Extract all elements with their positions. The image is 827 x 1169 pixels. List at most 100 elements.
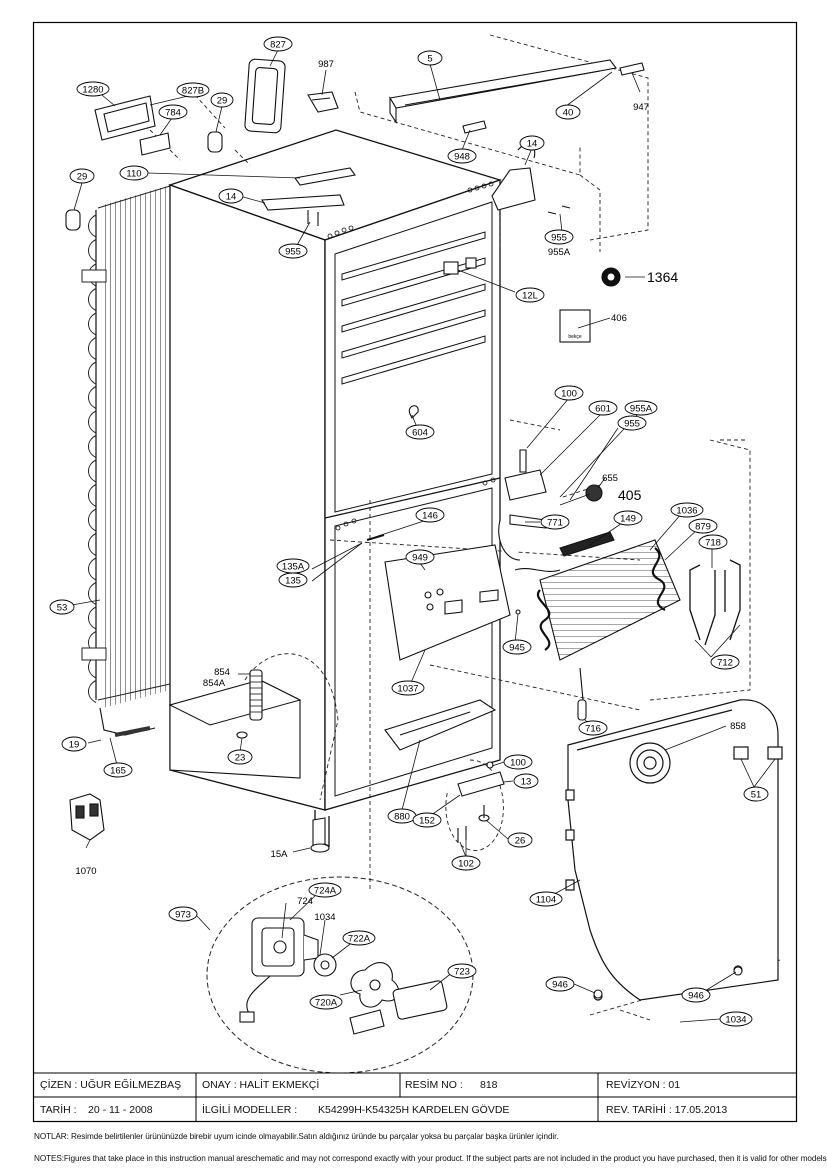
condenser-coil-loop xyxy=(88,410,97,434)
callout-946a: 946 xyxy=(545,976,575,992)
title-block-grid xyxy=(34,1072,796,1121)
svg-text:987: 987 xyxy=(318,59,334,70)
fan-motor-group-outline xyxy=(206,876,474,1074)
svg-text:152: 152 xyxy=(419,816,435,827)
svg-text:149: 149 xyxy=(620,514,636,525)
condenser-coil-loop xyxy=(88,508,97,532)
svg-text:655: 655 xyxy=(602,473,618,484)
svg-text:1036: 1036 xyxy=(676,506,697,517)
svg-text:135A: 135A xyxy=(282,562,305,573)
callout-955b: 955 xyxy=(544,229,574,245)
condenser-coil-loop xyxy=(88,214,97,238)
callout-1034a: 1034 xyxy=(314,912,335,923)
condenser-coil-loop xyxy=(88,312,97,336)
callout-5: 5 xyxy=(417,50,443,66)
svg-text:165: 165 xyxy=(110,766,126,777)
svg-text:946: 946 xyxy=(552,980,568,991)
svg-text:29: 29 xyxy=(77,172,88,183)
callout-771: 771 xyxy=(540,514,570,530)
callout-152: 152 xyxy=(412,812,442,828)
condenser-coil-loop xyxy=(88,484,97,507)
notes-english: NOTES:Figures that take place in this in… xyxy=(34,1154,827,1163)
svg-text:40: 40 xyxy=(563,108,574,119)
svg-text:724A: 724A xyxy=(314,886,337,897)
leader-lines xyxy=(71,49,776,1023)
condenser-coil-loop xyxy=(88,606,97,630)
svg-text:5: 5 xyxy=(427,54,432,65)
callout-40: 40 xyxy=(555,104,581,120)
callout-827: 827 xyxy=(263,36,293,52)
condenser-coil-loop xyxy=(88,239,97,262)
callout-15A: 15A xyxy=(271,849,289,860)
svg-text:712: 712 xyxy=(717,658,733,669)
callout-26: 26 xyxy=(507,832,533,848)
svg-text:854A: 854A xyxy=(203,678,226,689)
svg-text:723: 723 xyxy=(454,967,470,978)
svg-text:14: 14 xyxy=(527,139,538,150)
callout-405: 405 xyxy=(618,487,642,503)
callout-784: 784 xyxy=(158,104,188,120)
condenser-coil-loop xyxy=(88,337,97,360)
condenser xyxy=(81,185,171,708)
top-parts xyxy=(65,58,645,419)
svg-text:604: 604 xyxy=(412,428,428,439)
callout-947: 947 xyxy=(633,102,649,113)
svg-text:110: 110 xyxy=(126,169,141,180)
svg-text:1364: 1364 xyxy=(647,269,678,285)
svg-text:405: 405 xyxy=(618,487,642,503)
date-label: TARİH : xyxy=(40,1104,77,1116)
bottom-parts xyxy=(69,669,743,999)
svg-text:946: 946 xyxy=(688,991,704,1002)
callout-149: 149 xyxy=(613,510,643,526)
callout-51: 51 xyxy=(743,786,769,802)
callout-406: 406 xyxy=(611,313,627,324)
svg-text:722A: 722A xyxy=(348,934,371,945)
svg-text:955: 955 xyxy=(624,419,640,430)
fan-motor-parts xyxy=(239,917,448,1035)
callout-14b: 14 xyxy=(218,188,244,204)
callout-879: 879 xyxy=(688,518,718,534)
revision: REVİZYON : 01 xyxy=(606,1079,681,1091)
svg-text:601: 601 xyxy=(595,404,611,415)
svg-text:23: 23 xyxy=(235,753,246,764)
callout-858: 858 xyxy=(730,721,746,732)
svg-text:1034: 1034 xyxy=(725,1015,746,1026)
callout-720A: 720A xyxy=(309,994,343,1010)
svg-text:724: 724 xyxy=(297,896,313,907)
svg-text:15A: 15A xyxy=(271,849,289,860)
svg-text:947: 947 xyxy=(633,102,649,113)
callout-601: 601 xyxy=(588,400,618,416)
approved-by: ONAY : HALİT EKMEKÇİ xyxy=(202,1079,320,1091)
svg-text:955A: 955A xyxy=(630,404,653,415)
page-frame xyxy=(32,21,798,1123)
condenser-coil-loop xyxy=(88,435,97,458)
svg-text:858: 858 xyxy=(730,721,746,732)
drawing-no: 818 xyxy=(480,1079,498,1091)
callout-165: 165 xyxy=(103,762,133,778)
callout-12l: 12L xyxy=(515,287,545,303)
svg-text:955: 955 xyxy=(285,247,301,258)
callout-716: 716 xyxy=(578,720,608,736)
callout-1280: 1280 xyxy=(76,81,110,97)
callout-955a: 955 xyxy=(278,243,308,259)
callout-718: 718 xyxy=(698,534,728,550)
callout-955A-1: 955A xyxy=(548,247,571,258)
svg-text:880: 880 xyxy=(394,812,410,823)
callout-135A: 135A xyxy=(276,558,310,574)
callout-722A: 722A xyxy=(342,930,376,946)
svg-text:14: 14 xyxy=(226,192,237,203)
svg-text:1034: 1034 xyxy=(314,912,335,923)
condenser-coil-loop xyxy=(88,459,97,483)
svg-text:720A: 720A xyxy=(315,998,338,1009)
svg-text:1280: 1280 xyxy=(82,85,103,96)
callout-712: 712 xyxy=(710,654,740,670)
models: K54299H-K54325H KARDELEN GÖVDE xyxy=(318,1104,510,1116)
svg-text:1037: 1037 xyxy=(397,684,418,695)
condenser-coil-loop xyxy=(88,386,97,409)
drawn-by: ÇİZEN : UĞUR EĞİLMEZBAŞ xyxy=(40,1079,182,1091)
svg-text:945: 945 xyxy=(509,643,525,654)
svg-text:135: 135 xyxy=(285,576,301,587)
svg-text:13: 13 xyxy=(521,777,532,788)
condenser-coil-loop xyxy=(88,680,97,703)
